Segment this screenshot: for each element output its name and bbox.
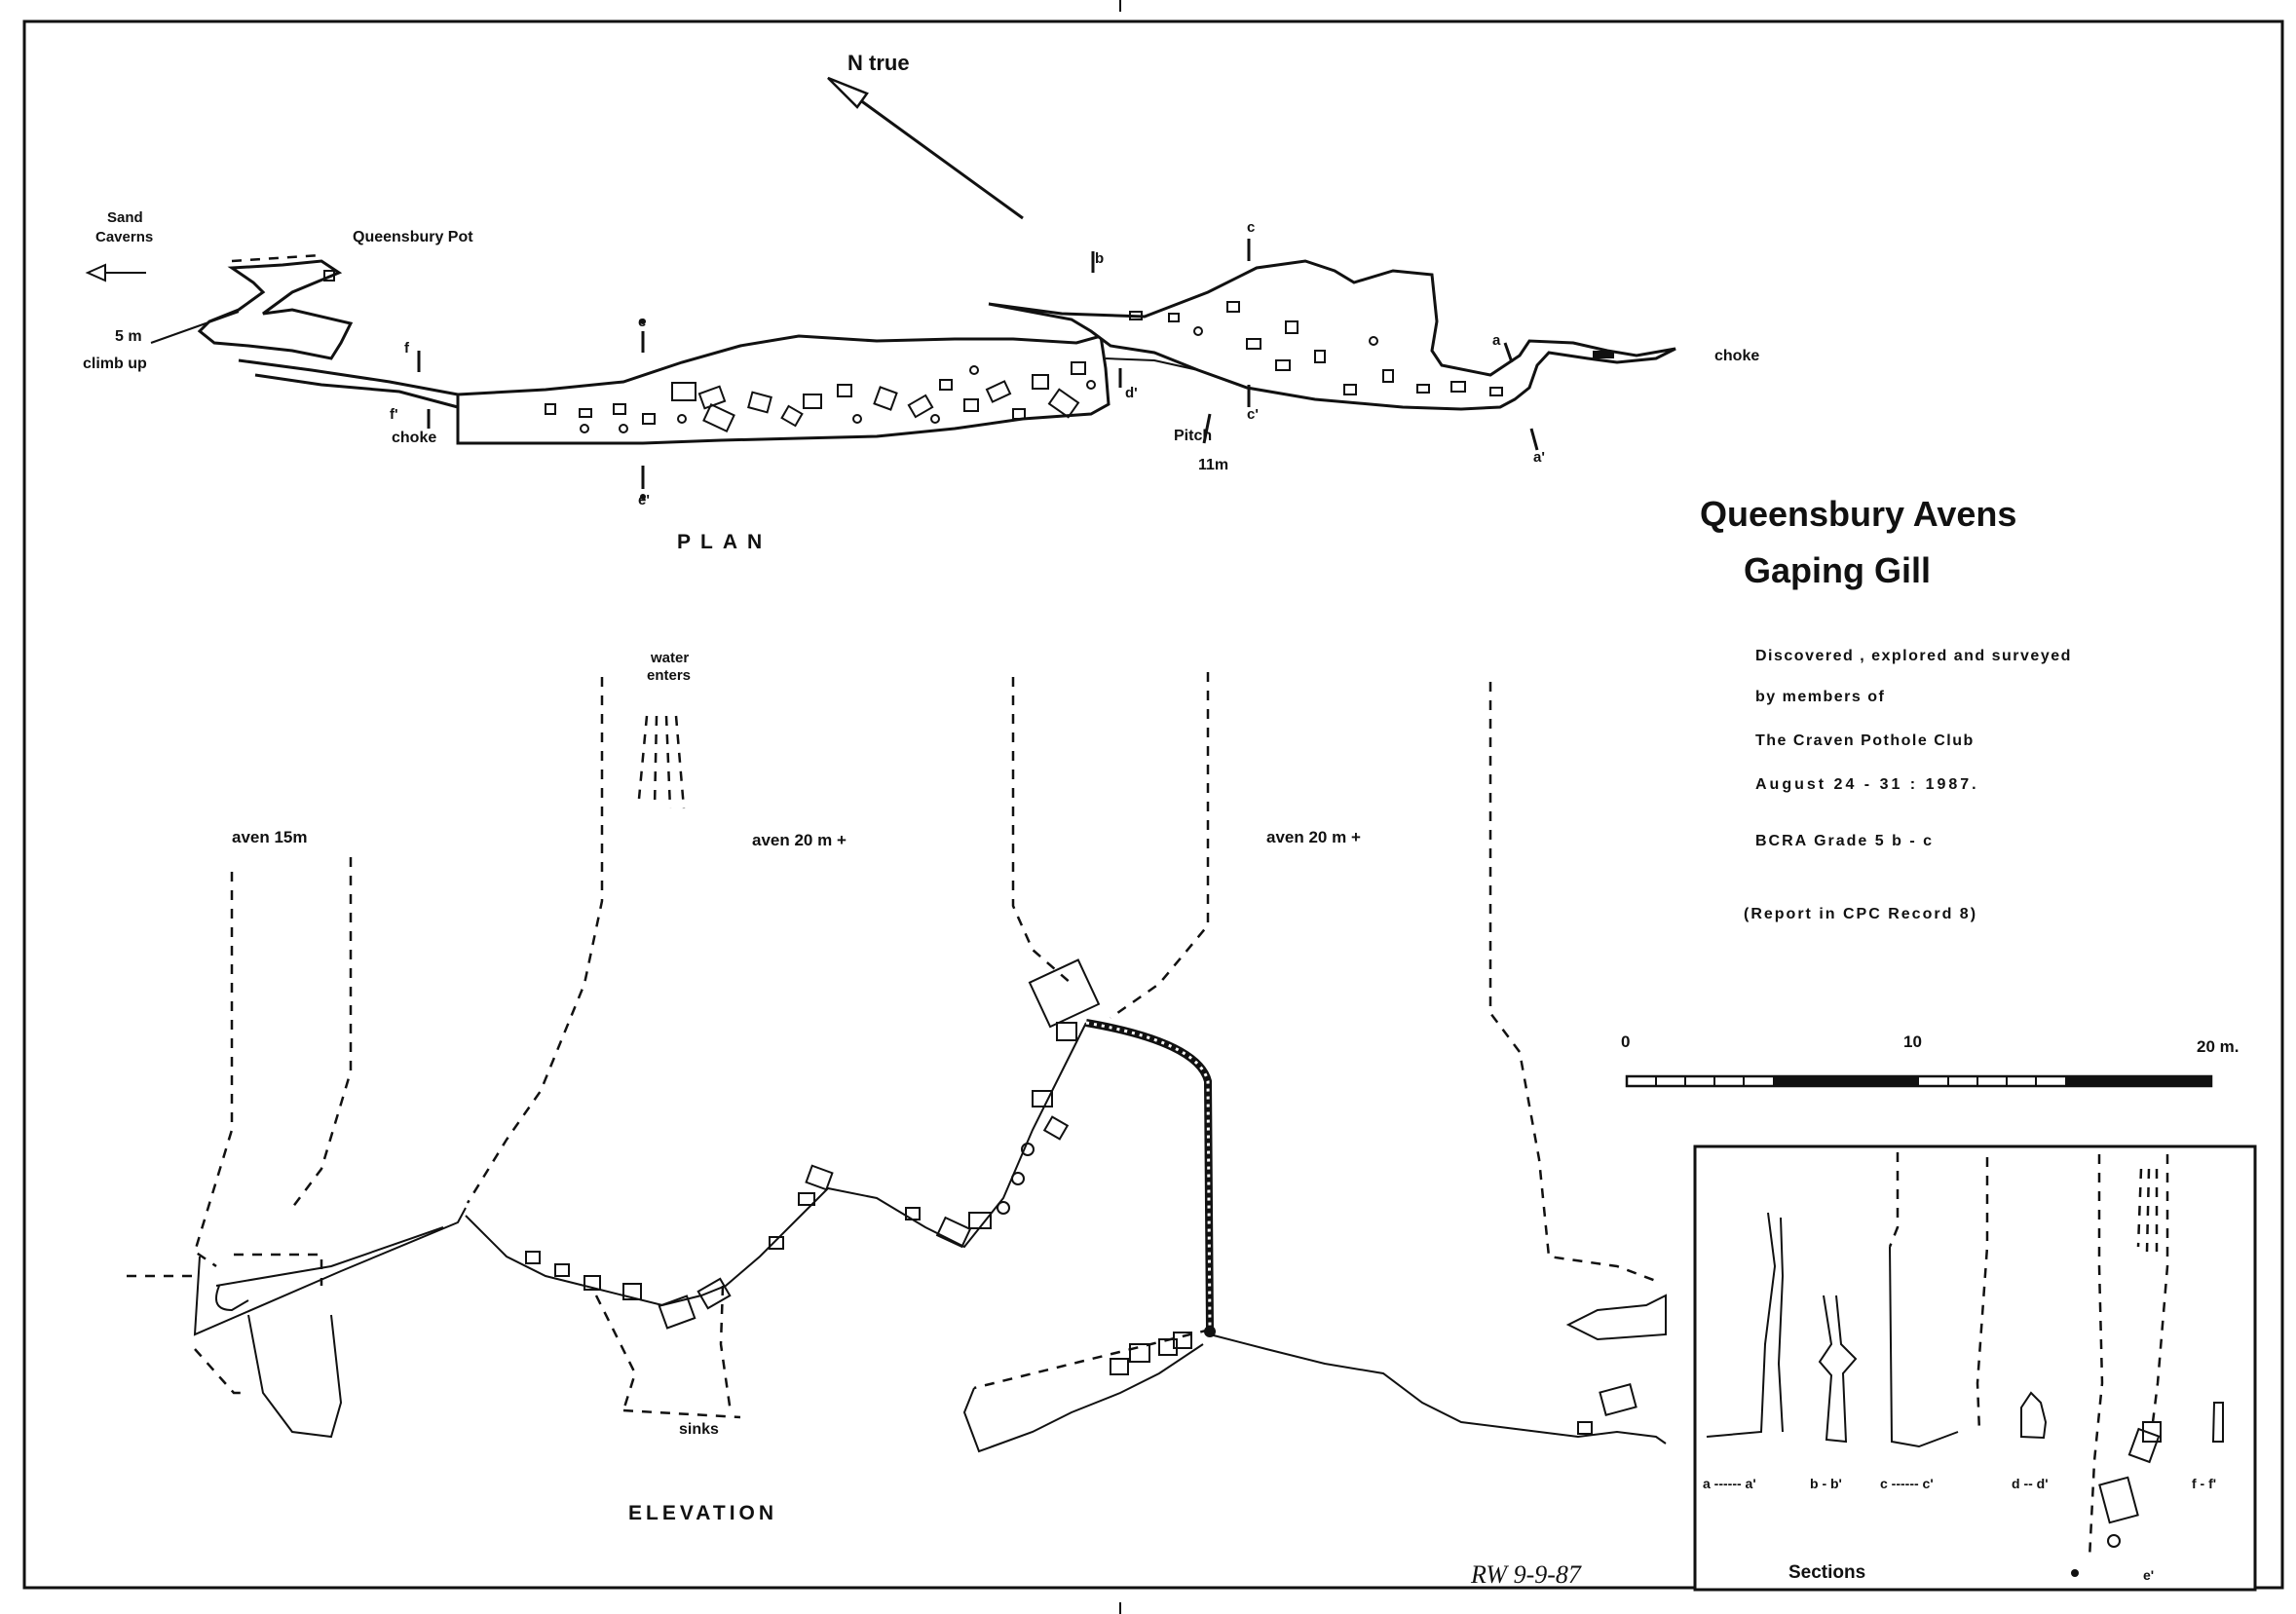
label-sections-labels-0: a ------ a' <box>1703 1476 1756 1491</box>
label-plan-section_marks-a2: a' <box>1533 449 1545 466</box>
plan-view: Sand Caverns Queensbury Pot 5 m climb up… <box>83 209 1759 553</box>
north-label: N true <box>847 51 910 75</box>
elevation-boulders <box>465 958 1101 1330</box>
label-grade: BCRA Grade 5 b - c <box>1755 833 1934 849</box>
main-chamber-outline <box>456 334 1110 445</box>
label-scale-ticks-0: 0 <box>1621 1032 1630 1051</box>
label-elevation-labels-aven2: aven 20 m + <box>752 831 847 849</box>
label-plan-labels-choke_left: choke <box>392 430 436 446</box>
label-sections-labels-1: b - b' <box>1810 1476 1842 1491</box>
label-sections-labels-3: d -- d' <box>2012 1476 2049 1491</box>
label-plan-labels-queensbury_pot: Queensbury Pot <box>353 229 473 245</box>
label-elevation-labels-sinks: sinks <box>679 1421 719 1438</box>
label-plan-labels-sand_caverns_2: Caverns <box>95 229 153 245</box>
plan-boulders <box>545 301 1503 433</box>
label-credits-2: The Craven Pothole Club <box>1755 732 1975 749</box>
label-elevation-labels-water_2: enters <box>647 667 691 684</box>
north-arrow: N true <box>827 51 1024 220</box>
label-plan-section_marks-c: c <box>1247 219 1255 236</box>
map-subtitle: Gaping Gill <box>1744 550 1931 590</box>
label-credits-3: August 24 - 31 : 1987. <box>1755 776 1979 793</box>
label-elevation-labels-aven1: aven 15m <box>232 828 308 846</box>
plan-heading: PLAN <box>677 531 772 553</box>
map-border <box>22 19 2284 1590</box>
elevation-view: aven 15m aven 20 m + aven 20 m + water e… <box>127 650 1667 1524</box>
label-plan-section_marks-d2: d' <box>1125 385 1138 401</box>
label-plan-labels-pitch_1: Pitch <box>1174 428 1212 444</box>
label-plan-section_marks-b: b <box>1095 250 1104 267</box>
east-chamber-outline <box>988 259 1676 411</box>
sections-inset: a ------ a' b - b' c ------ c' d -- d' f… <box>1693 1145 2257 1592</box>
label-plan-labels-climb_1: 5 m <box>115 328 142 345</box>
label-plan-section_marks-c2: c' <box>1247 406 1259 423</box>
label-sections-labels-2: c ------ c' <box>1880 1476 1934 1491</box>
label-plan-section_marks-f2: f' <box>390 406 398 423</box>
label-scale-ticks-2: 20 m. <box>2197 1037 2239 1056</box>
label-plan-section_marks-a: a <box>1492 332 1501 349</box>
label-elevation-labels-aven3: aven 20 m + <box>1266 828 1361 846</box>
label-scale-ticks-1: 10 <box>1903 1032 1922 1051</box>
map-title: Queensbury Avens <box>1700 494 2016 534</box>
label-report: (Report in CPC Record 8) <box>1744 906 1977 922</box>
label-plan-section_marks-e2: e' <box>638 492 650 508</box>
label-plan-section_marks-e: e <box>638 314 646 330</box>
label-elevation-labels-water_1: water <box>650 650 689 666</box>
label-plan-labels-pitch_2: 11m <box>1198 457 1228 473</box>
label-sections-e_label: e' <box>2143 1567 2154 1583</box>
label-credits-0: Discovered , explored and surveyed <box>1755 648 2072 664</box>
label-plan-labels-climb_2: climb up <box>83 356 147 372</box>
title-block: Queensbury Avens Gaping Gill Discovered … <box>1700 494 2072 922</box>
label-sections-labels-4: f - f' <box>2192 1476 2216 1491</box>
signature: RW 9-9-87 <box>1470 1560 1582 1589</box>
label-plan-labels-choke_right: choke <box>1714 348 1759 364</box>
sections-heading: Sections <box>1788 1562 1865 1583</box>
scale-bar: 0 10 20 m. <box>1621 1032 2239 1088</box>
label-plan-section_marks-f: f <box>404 340 410 357</box>
label-plan-labels-sand_caverns_1: Sand <box>107 209 143 226</box>
elevation-heading: ELEVATION <box>628 1502 777 1524</box>
label-credits-1: by members of <box>1755 689 1885 705</box>
